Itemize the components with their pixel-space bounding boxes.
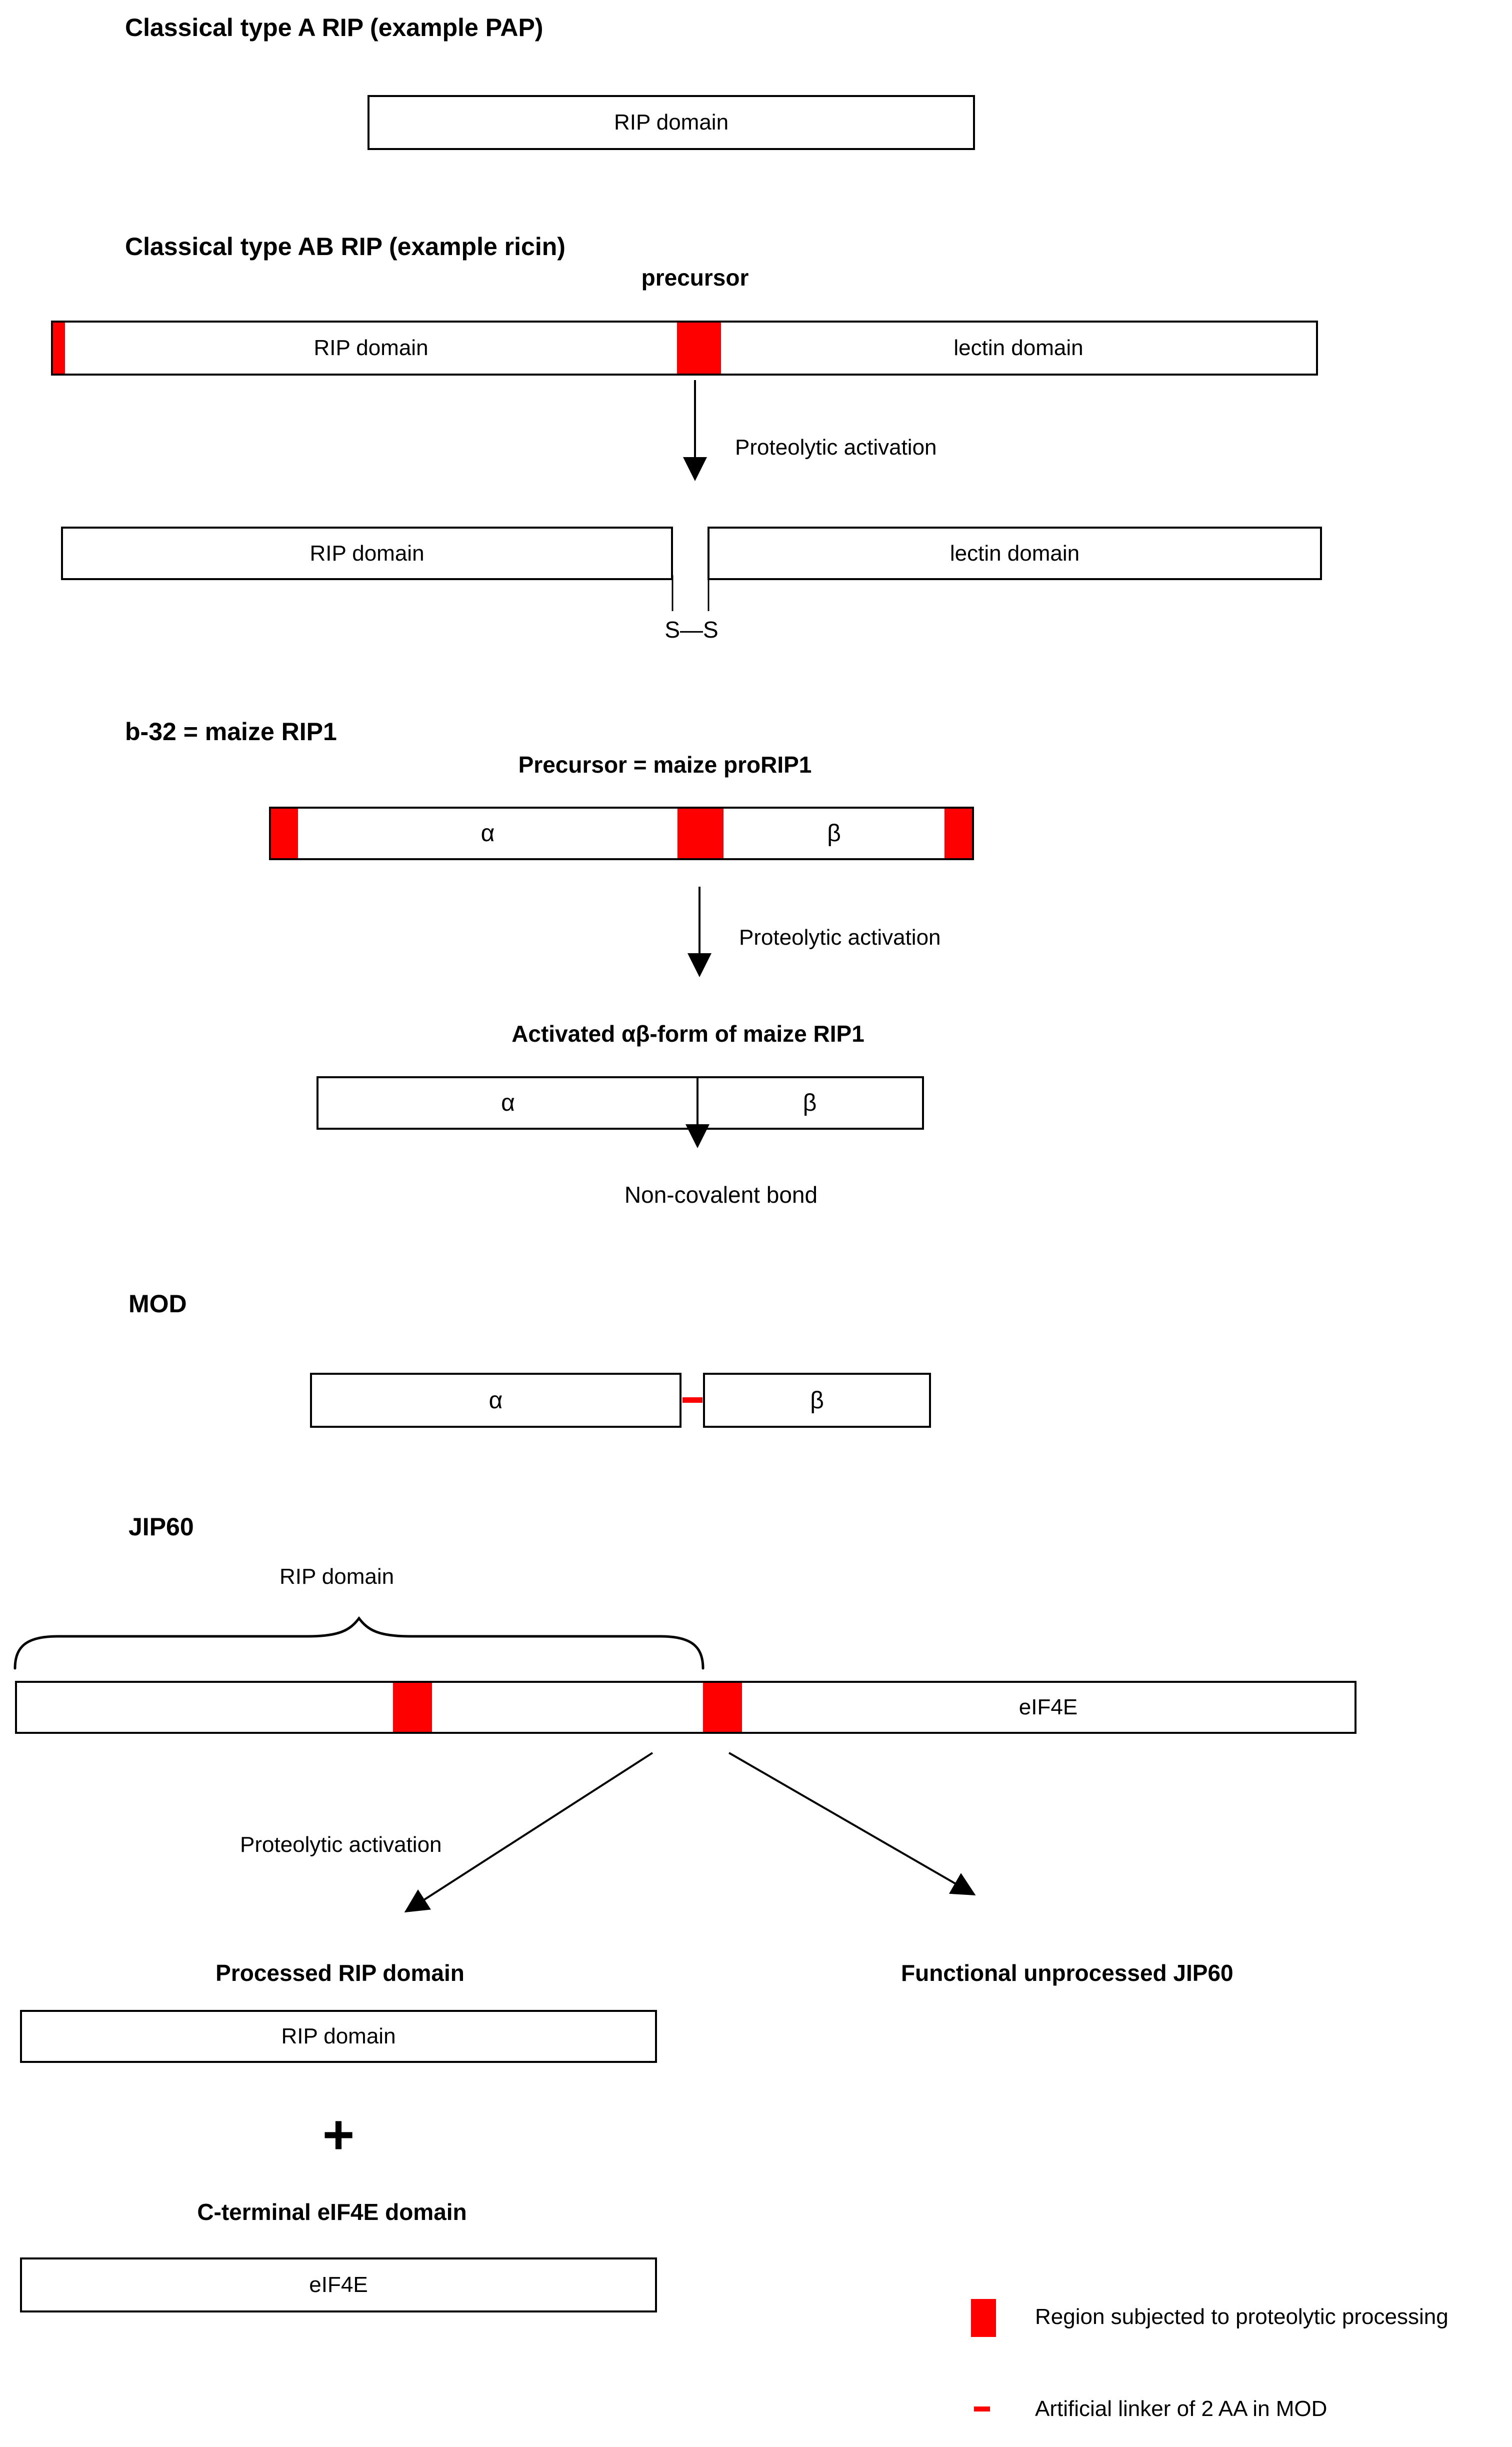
b32-precursor-beta-label: β <box>827 820 841 847</box>
legend-linker-swatch <box>974 2406 990 2411</box>
jip60-processed-arrow <box>404 1752 654 1913</box>
pap-rip-domain-box: RIP domain <box>368 95 975 150</box>
ricin-activated-rip-label: RIP domain <box>310 541 424 566</box>
jip60-activation-caption: Proteolytic activation <box>240 1832 442 1857</box>
ricin-activated-lectin-label: lectin domain <box>950 541 1080 566</box>
jip60-unprocessed-arrow <box>728 1752 976 1896</box>
b32-noncovalent-bond-caption: Non-covalent bond <box>624 1182 818 1208</box>
processing-region-c-terminal <box>944 809 972 858</box>
jip60-unprocessed-caption: Functional unprocessed JIP60 <box>901 1960 1234 1986</box>
ricin-activated-rip-box: RIP domain <box>61 527 673 580</box>
section-title-type-ab: Classical type AB RIP (example ricin) <box>125 233 566 261</box>
b32-activated-caption: Activated αβ-form of maize RIP1 <box>512 1021 864 1047</box>
jip60-processed-rip-box: RIP domain <box>20 2010 657 2063</box>
processing-region-internal <box>678 809 724 858</box>
mod-alpha-box: α <box>310 1373 682 1428</box>
jip60-eif4e-box: eIF4E <box>20 2257 657 2312</box>
mod-beta-label: β <box>810 1387 824 1414</box>
processing-region-internal-2 <box>703 1683 742 1732</box>
jip60-rip-domain-caption: RIP domain <box>280 1564 394 1589</box>
ricin-precursor-caption: precursor <box>641 265 749 291</box>
b32-precursor-caption: Precursor = maize proRIP1 <box>518 752 812 778</box>
processing-region-n-terminal <box>53 323 65 374</box>
b32-activation-caption: Proteolytic activation <box>739 925 941 950</box>
processing-region-n-terminal <box>271 809 298 858</box>
section-title-mod: MOD <box>128 1290 187 1318</box>
pap-rip-domain-label: RIP domain <box>614 110 729 135</box>
mod-alpha-label: α <box>488 1387 503 1414</box>
mod-beta-box: β <box>703 1373 931 1428</box>
rip-domain-brace <box>14 1616 704 1670</box>
b32-activated-beta-label: β <box>802 1090 817 1116</box>
ricin-precursor-rip-label: RIP domain <box>314 336 428 360</box>
processing-region-internal-1 <box>393 1683 432 1732</box>
jip60-eif4e-segment-label: eIF4E <box>1018 1695 1078 1719</box>
ricin-activated-lectin-box: lectin domain <box>708 527 1322 580</box>
jip60-processed-caption: Processed RIP domain <box>216 1960 464 1986</box>
legend-processing-text: Region subjected to proteolytic processi… <box>1035 2304 1448 2329</box>
plus-sign: + <box>322 2104 355 2165</box>
jip60-eif4e-box-label: eIF4E <box>309 2272 368 2297</box>
ricin-activation-caption: Proteolytic activation <box>735 435 937 460</box>
ricin-precursor-box: RIP domain lectin domain <box>51 321 1318 376</box>
section-title-jip60: JIP60 <box>128 1513 194 1541</box>
processing-region-internal <box>677 323 721 374</box>
jip60-cterm-caption: C-terminal eIF4E domain <box>197 2199 467 2225</box>
artificial-linker-mark <box>682 1397 702 1403</box>
disulfide-bond-label: S—S <box>664 617 718 643</box>
jip60-processed-rip-label: RIP domain <box>281 2024 396 2048</box>
legend-processing-swatch <box>971 2299 996 2337</box>
b32-precursor-alpha-label: α <box>480 820 495 847</box>
section-title-type-a: Classical type A RIP (example PAP) <box>125 14 544 42</box>
section-title-b32: b-32 = maize RIP1 <box>125 718 337 746</box>
b32-activated-box: α β <box>316 1076 924 1130</box>
legend-linker-text: Artificial linker of 2 AA in MOD <box>1035 2396 1328 2421</box>
b32-activated-alpha-label: α <box>501 1090 515 1116</box>
b32-precursor-box: α β <box>269 807 974 860</box>
ricin-precursor-lectin-label: lectin domain <box>954 336 1084 360</box>
jip60-precursor-box: eIF4E <box>15 1681 1356 1734</box>
